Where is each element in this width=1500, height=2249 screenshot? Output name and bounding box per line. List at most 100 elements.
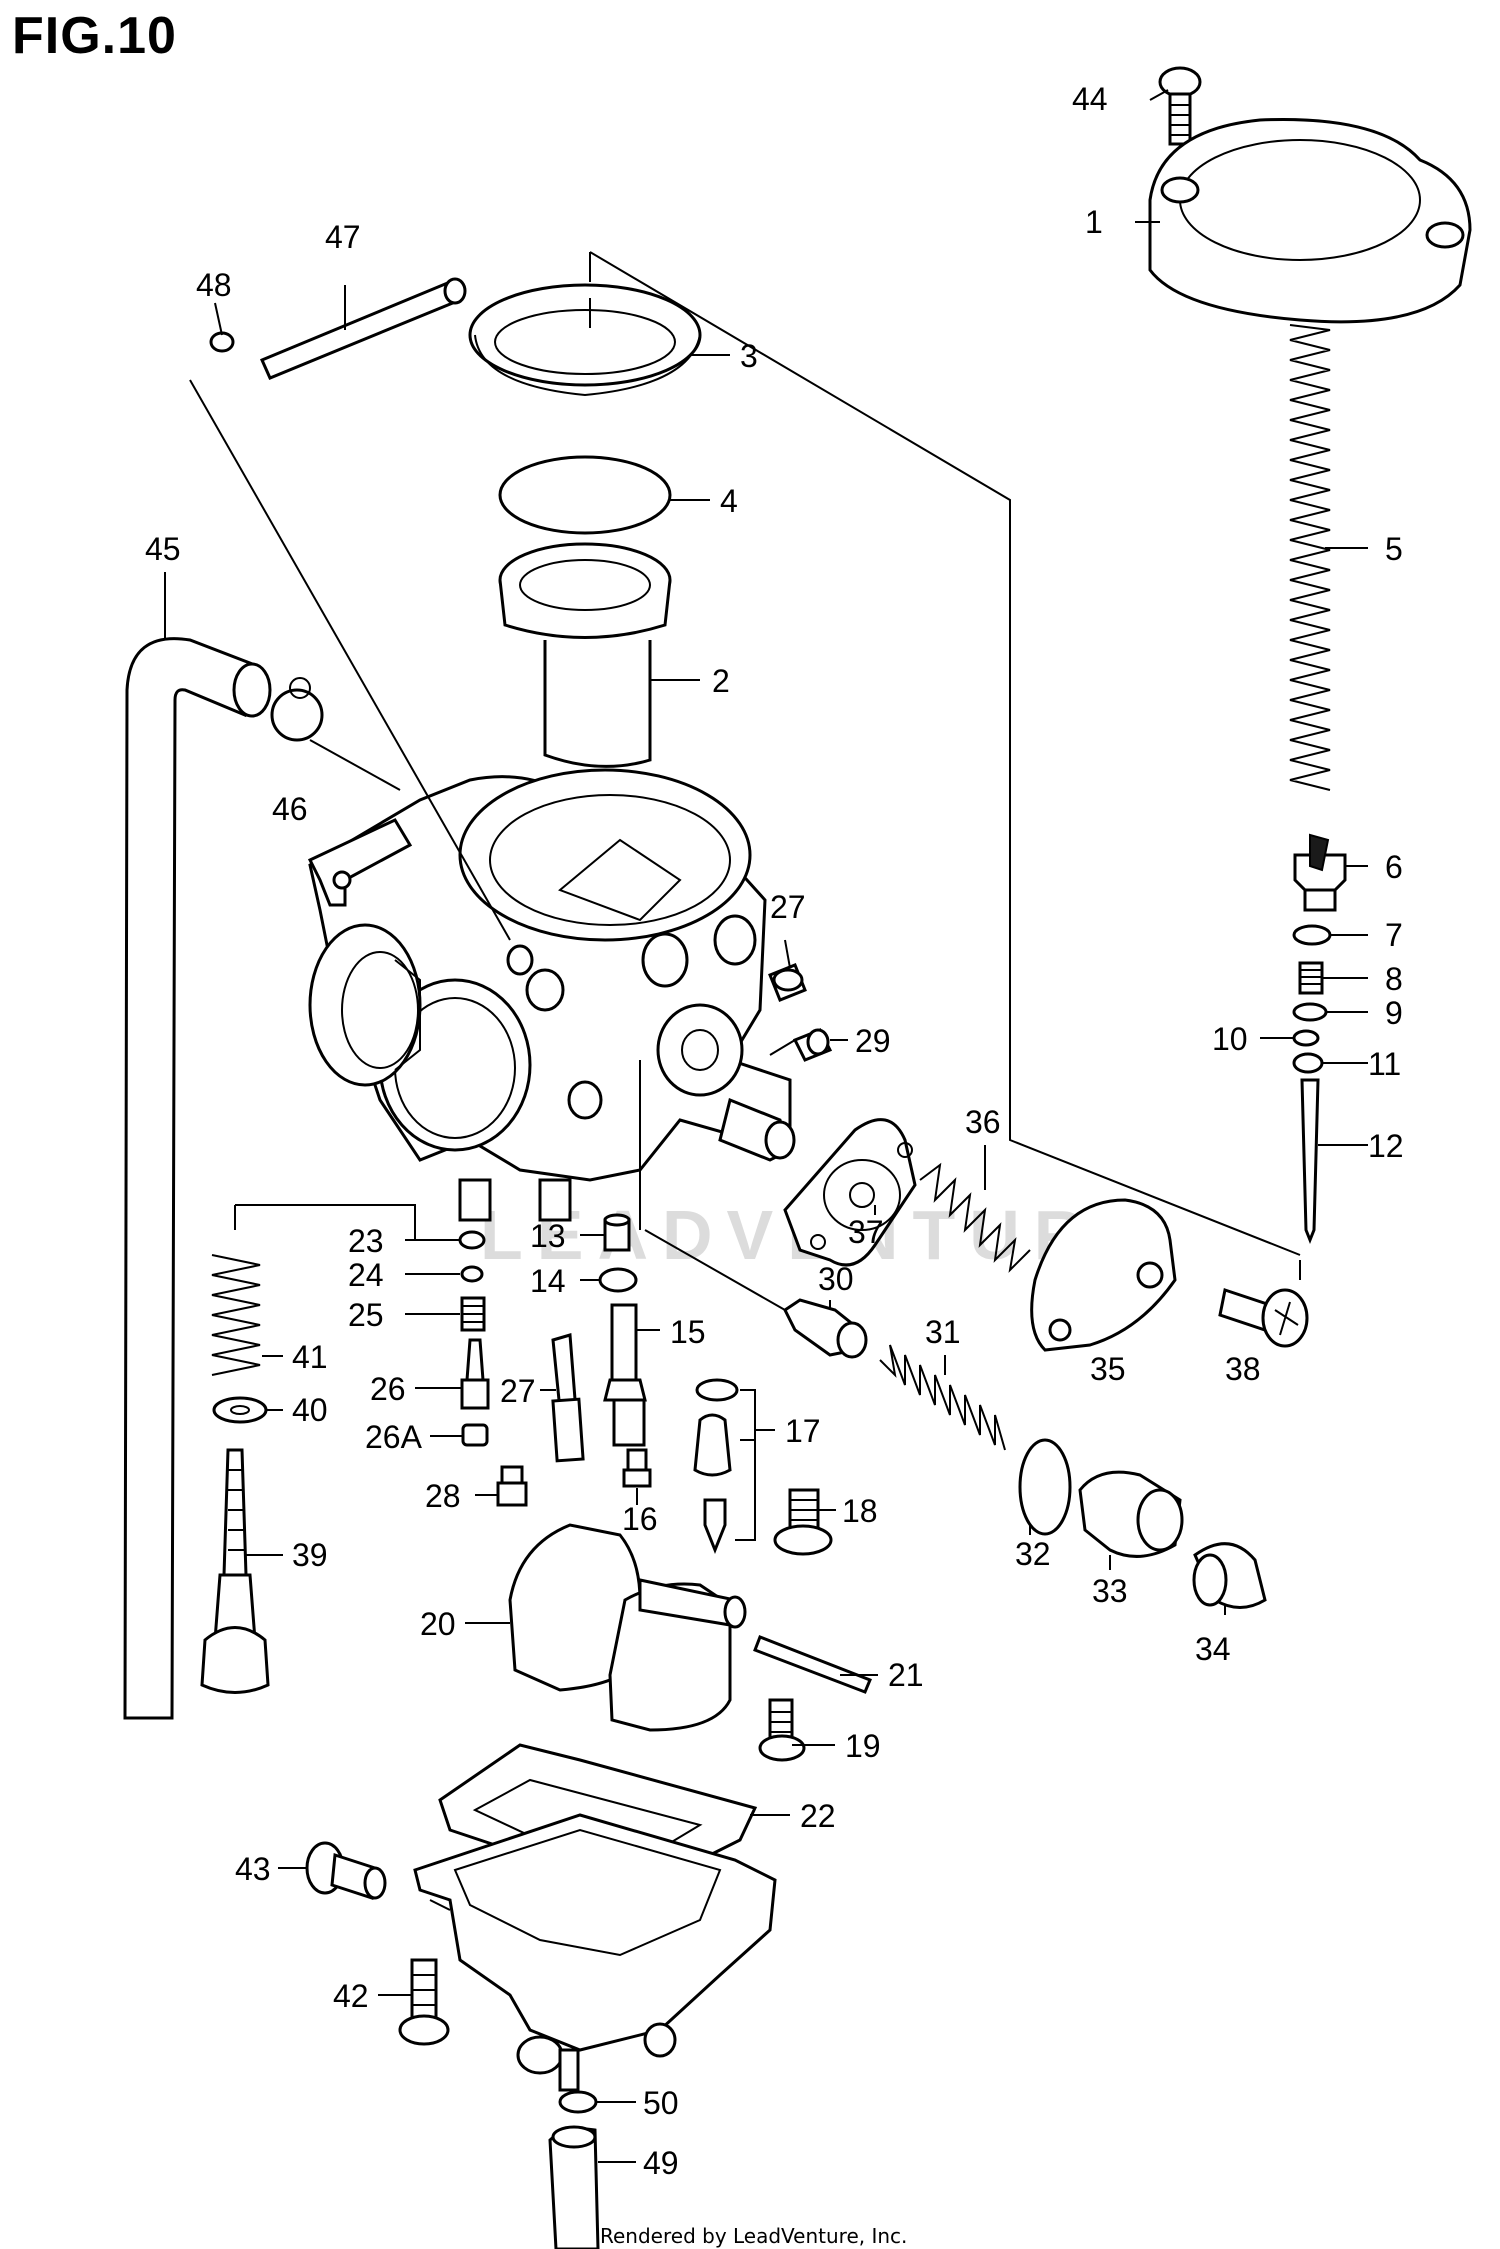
part-6-holder: [1293, 833, 1347, 912]
callout-44: 43: [235, 1851, 271, 1887]
part-9-washer: [1292, 1002, 1328, 1022]
callout-25: 25: [348, 1297, 384, 1333]
part-40-throttle-screw: [200, 1448, 270, 1694]
carburetor-body: [307, 768, 796, 1222]
part-37-spring: [919, 1162, 1031, 1273]
render-credit: Rendered by LeadVenture, Inc.: [600, 2224, 908, 2248]
part-51-clip: [558, 2090, 598, 2114]
callout-3: 3: [740, 338, 758, 374]
part-26a-cap: [461, 1423, 489, 1447]
part-47-clip: [270, 677, 324, 742]
callout-17: 17: [785, 1413, 821, 1449]
part-17-float-valve: [693, 1378, 739, 1555]
part-5-spring: [1289, 324, 1331, 791]
callout-49: 48: [196, 267, 232, 303]
callout-39: 38: [1225, 1351, 1261, 1387]
part-24-washer: [460, 1265, 484, 1283]
callout-41: 40: [292, 1392, 328, 1428]
part-41-washer: [212, 1396, 268, 1424]
part-7-washer: [1292, 924, 1332, 946]
callout-1: 1: [1085, 204, 1103, 240]
callout-15: 15: [670, 1314, 706, 1350]
callout-10: 10: [1212, 1021, 1248, 1057]
callout-31: 30: [818, 1261, 854, 1297]
part-46-hose: [123, 637, 272, 1720]
leader-lines: [189, 251, 1301, 1911]
callout-38: 37: [848, 1214, 884, 1250]
parts-drawing: [123, 66, 1472, 2249]
callout-43: 42: [333, 1978, 369, 2014]
part-49-clip: [209, 331, 235, 353]
callout-13: 13: [530, 1218, 566, 1254]
callout-6: 6: [1385, 849, 1403, 885]
callout-42: 41: [292, 1339, 328, 1375]
part-33-o-ring: [1018, 1438, 1072, 1536]
callout-37: 36: [965, 1104, 1001, 1140]
callout-45: 44: [1072, 81, 1108, 117]
part-19-screw: [758, 1698, 806, 1762]
callout-28: 27: [770, 889, 806, 925]
callout-23: 23: [348, 1223, 384, 1259]
part-44-drain-screw: [305, 1841, 387, 1901]
part-4-o-ring: [498, 455, 672, 535]
part-48-rod: [260, 277, 467, 380]
part-34-starter-nut: [1078, 1470, 1184, 1558]
part-10-clip: [1292, 1029, 1320, 1047]
callout-18: 18: [842, 1493, 878, 1529]
callout-29: 28: [425, 1478, 461, 1514]
callout-21: 21: [888, 1657, 924, 1693]
callout-2: 2: [712, 663, 730, 699]
part-31-plunger: [783, 1298, 868, 1359]
part-32-spring: [879, 1344, 1006, 1451]
part-29-plug: [496, 1465, 528, 1507]
callout-35: 34: [1195, 1631, 1231, 1667]
callout-47: 46: [272, 791, 308, 827]
callout-26a: 26A: [365, 1419, 423, 1455]
callout-36: 35: [1090, 1351, 1126, 1387]
part-50-hose: [548, 2125, 600, 2249]
callouts: 44 1 5 6 7 8 9 10 11 12 3 4 2 47 48 45 4…: [145, 81, 1404, 2181]
callout-11: 11: [1368, 1046, 1401, 1082]
callout-16: 16: [622, 1501, 658, 1537]
callout-7: 7: [1385, 917, 1403, 953]
part-23-washer: [458, 1230, 486, 1250]
callout-27-visible: 27: [500, 1373, 536, 1409]
part-39-screw: [1218, 1288, 1309, 1348]
part-26-pilot-screw: [460, 1338, 490, 1410]
part-42-spring: [211, 1254, 261, 1376]
figure-title: FIG.10: [12, 7, 177, 65]
part-45-screw: [1158, 66, 1202, 146]
part-20-float: [508, 1523, 747, 1732]
callout-12: 12: [1368, 1128, 1404, 1164]
callout-48: 47: [325, 219, 361, 255]
part-3-diaphragm: [468, 283, 702, 397]
callout-34: 33: [1092, 1573, 1128, 1609]
part-14-o-ring: [598, 1267, 638, 1293]
part-28-plug: [768, 963, 807, 1002]
callout-32: 31: [925, 1314, 961, 1350]
part-35-cap: [1192, 1542, 1267, 1609]
float-bowl: [413, 1813, 777, 2092]
callout-4: 4: [720, 483, 738, 519]
callout-22: 22: [800, 1798, 836, 1834]
callout-33: 32: [1015, 1536, 1051, 1572]
callout-24: 24: [348, 1257, 384, 1293]
callout-5: 5: [1385, 531, 1403, 567]
callout-50: 49: [643, 2145, 679, 2181]
part-30-screw: [792, 1028, 833, 1062]
callout-8: 8: [1385, 961, 1403, 997]
part-18-screw: [773, 1488, 833, 1556]
part-36-cover: [1030, 1198, 1177, 1352]
part-2-piston: [498, 542, 672, 768]
part-1-top-cap: [1148, 118, 1472, 324]
callout-20: 20: [420, 1606, 456, 1642]
part-43-screw: [398, 1958, 450, 2046]
part-21-float-pin: [753, 1635, 872, 1694]
part-15-jet-holder: [603, 1303, 647, 1447]
callout-26: 26: [370, 1371, 406, 1407]
part-13-jet: [603, 1213, 631, 1252]
part-12-jet-needle: [1300, 1078, 1320, 1245]
callout-30: 29: [855, 1023, 891, 1059]
callout-40: 39: [292, 1537, 328, 1573]
